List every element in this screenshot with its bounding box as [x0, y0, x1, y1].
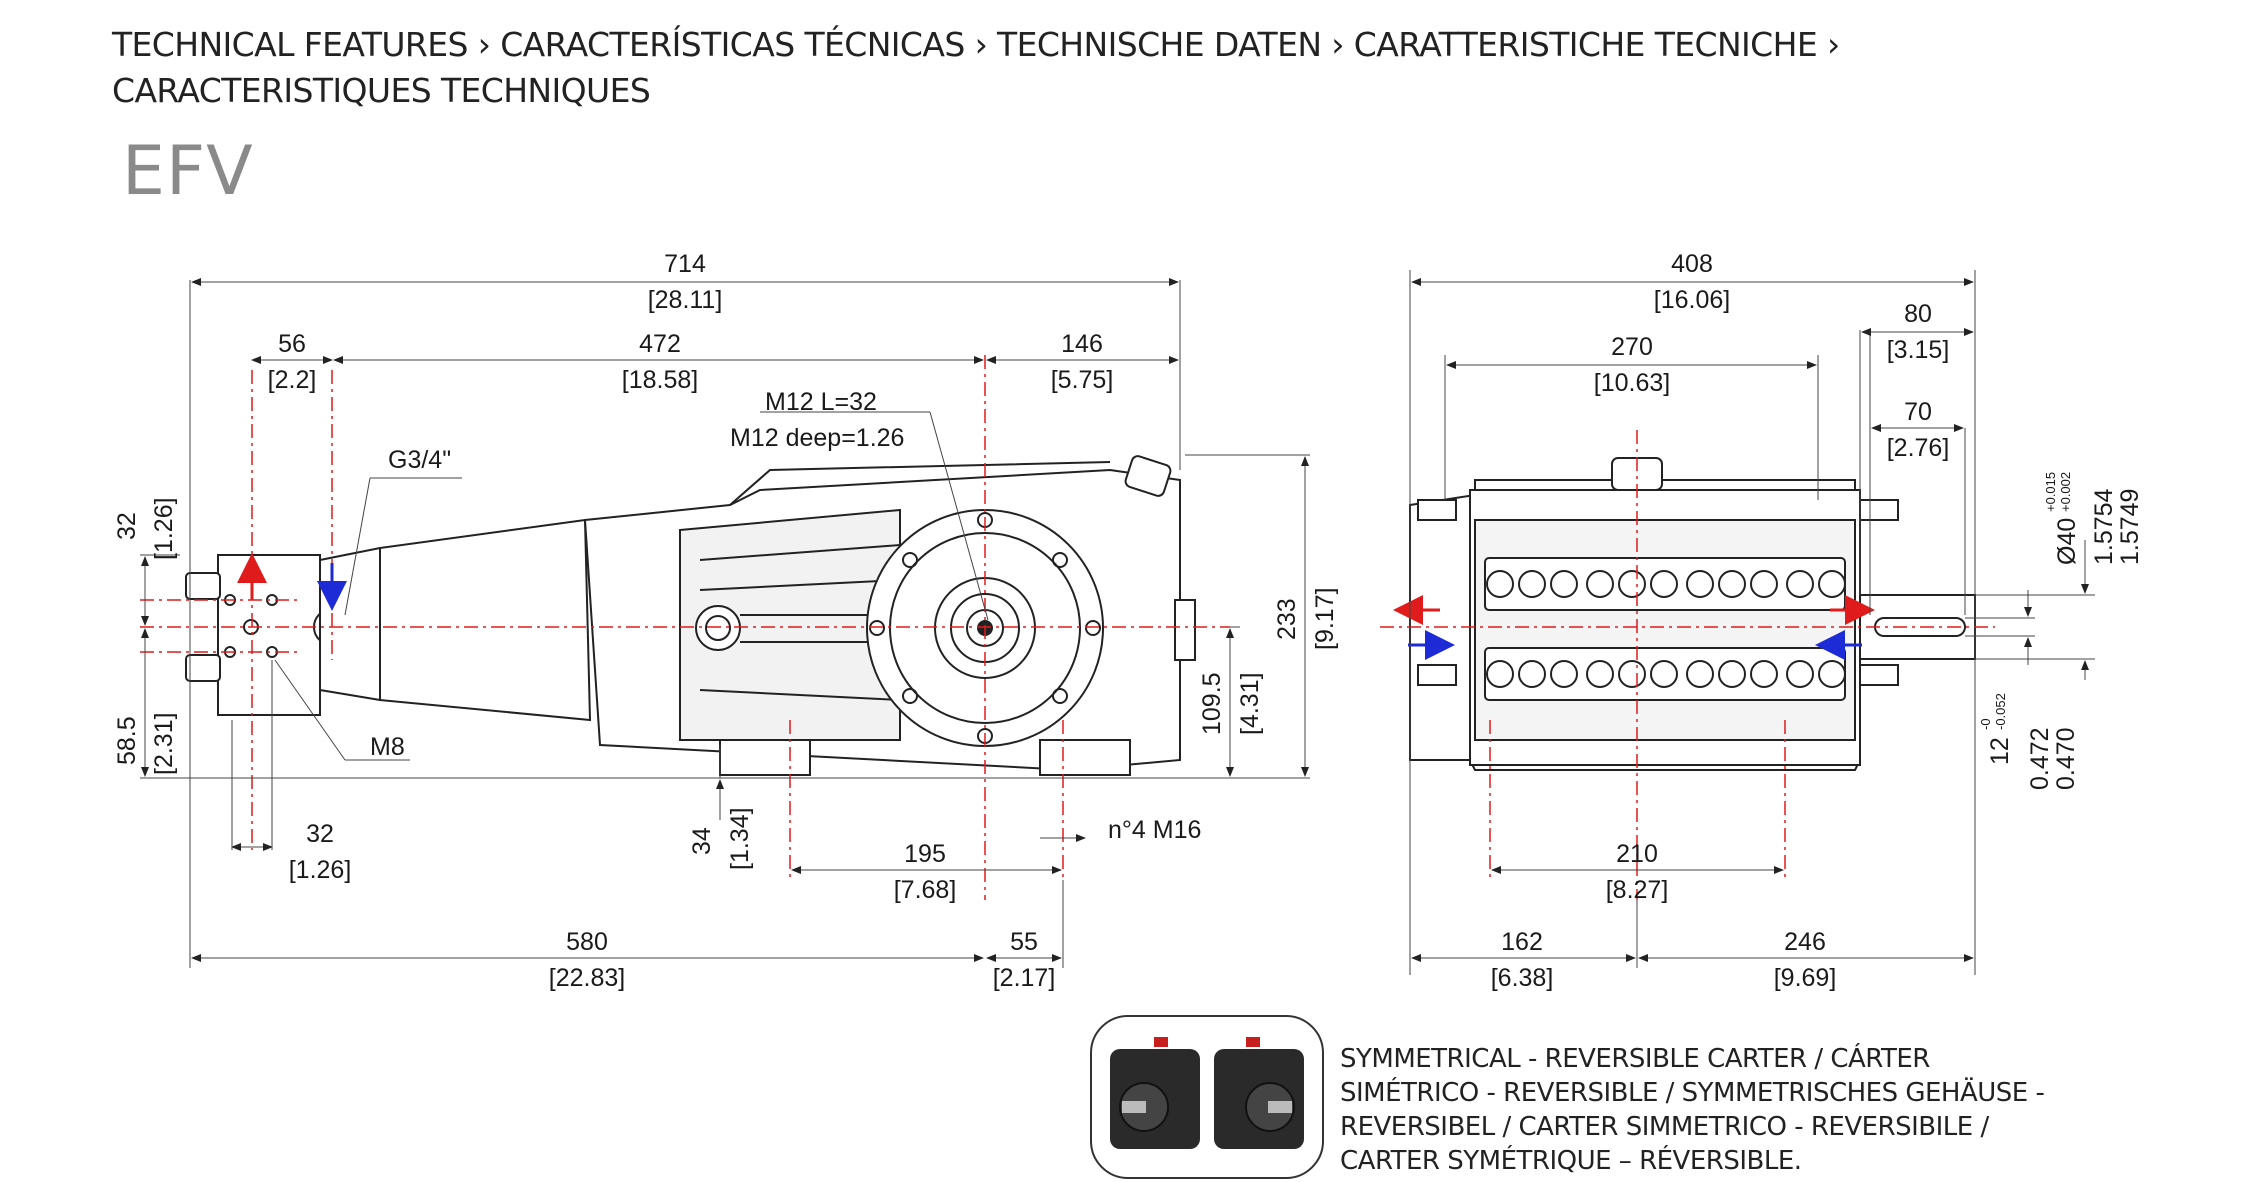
note-mount: n°4 M16: [1108, 816, 1201, 844]
dim-height-top: 32: [113, 512, 141, 540]
dim-shaft-len: 80: [1904, 300, 1932, 328]
dim-key-len-in: [2.76]: [1887, 434, 1950, 462]
dim-bolt-spacing: 32: [306, 820, 334, 848]
model-name: EFV: [122, 132, 254, 211]
dim-body-width: 270: [1611, 333, 1653, 361]
dim-inlet-spacing: 56: [278, 330, 306, 358]
dim-overall-length-in: [28.11]: [648, 286, 723, 314]
dim-inlet-spacing-in: [2.2]: [268, 366, 317, 394]
plunger-housing: [319, 518, 592, 722]
dim-overall-length: 714: [664, 250, 706, 278]
carter-caption: SYMMETRICAL - REVERSIBLE CARTER / CÁRTER…: [1340, 1042, 2100, 1178]
side-view: [185, 455, 1196, 776]
dim-key-width-in-2: 0.470: [2052, 727, 2080, 790]
front-view: [1409, 457, 1976, 771]
front-labels: 408 [16.06] 80 [3.15] 270 [10.63] 70 [2.…: [1491, 250, 2144, 992]
dim-key-width: 12: [1986, 737, 2014, 765]
front-dimension-lines: [1409, 270, 2095, 975]
caption-line2: SIMÉTRICO - REVERSIBLE / SYMMETRISCHES G…: [1340, 1078, 2045, 1108]
dim-foot-width-in: [2.17]: [993, 964, 1056, 992]
dim-foot-height-in: [1.34]: [726, 807, 754, 870]
page-header: TECHNICAL FEATURES › CARACTERÍSTICAS TÉC…: [112, 22, 2012, 114]
dim-left-offset: 162: [1501, 928, 1543, 956]
dim-height-bottom-in: [2.31]: [150, 712, 178, 775]
dim-base-length-in: [22.83]: [549, 964, 625, 992]
dim-shaft-dia: Ø40: [2053, 518, 2081, 565]
note-bolt: M8: [370, 733, 405, 761]
side-centerlines: [140, 355, 1230, 900]
dim-right-offset-in: [9.69]: [1774, 964, 1837, 992]
dim-shaft-dia-in-2: 1.5749: [2116, 489, 2144, 565]
dim-shaft-dia-in-1: 1.5754: [2090, 488, 2118, 565]
dim-key-width-in-1: 0.472: [2026, 727, 2054, 790]
oil-cap: [695, 605, 741, 651]
valve-plugs: [1486, 570, 1846, 688]
dim-left-offset-in: [6.38]: [1491, 964, 1554, 992]
dim-total-height-in: [9.17]: [1311, 587, 1339, 650]
dim-shaft-len-in: [3.15]: [1887, 336, 1950, 364]
dim-mid-length: 472: [639, 330, 681, 358]
note-thread-2: M12 deep=1.26: [730, 424, 904, 452]
dim-height-bottom: 58.5: [113, 716, 141, 765]
reversible-carter-photo: [1090, 1015, 1324, 1179]
dim-right-offset: 246: [1784, 928, 1826, 956]
plug-top: [185, 572, 221, 600]
dim-key-tol-top: -0: [1978, 718, 1993, 730]
plug-bottom: [185, 654, 221, 682]
dim-body-width-in: [10.63]: [1594, 369, 1670, 397]
note-port: G3/4": [388, 446, 451, 474]
dim-foot-span: 210: [1616, 840, 1658, 868]
dim-mid-length-in: [18.58]: [622, 366, 698, 394]
dim-bolt-spacing-in: [1.26]: [289, 856, 352, 884]
dim-foot-width: 55: [1010, 928, 1038, 956]
dim-shaft-tol-top: +0.015: [2043, 472, 2058, 512]
dim-base-length: 580: [566, 928, 608, 956]
side-labels: 714 [28.11] 56 [2.2] 472 [18.58] 146 [5.…: [113, 250, 1339, 992]
dim-shaft-height: 109.5: [1198, 672, 1226, 735]
front-centerlines: [1380, 430, 1995, 900]
pump-head-block: [217, 554, 321, 716]
side-dimension-lines: [140, 278, 1310, 968]
dim-height-top-in: [1.26]: [150, 497, 178, 560]
carter-illustration: [1110, 1037, 1304, 1162]
dim-foot-spacing: 195: [904, 840, 946, 868]
caption-line1: SYMMETRICAL - REVERSIBLE CARTER / CÁRTER: [1340, 1044, 1930, 1074]
header-title-line2: CARACTERISTIQUES TECHNIQUES: [112, 71, 651, 110]
dim-foot-spacing-in: [7.68]: [894, 876, 957, 904]
dim-key-len: 70: [1904, 398, 1932, 426]
dim-rear-length: 146: [1061, 330, 1103, 358]
note-thread-1: M12 L=32: [765, 388, 877, 416]
caption-line3: REVERSIBEL / CARTER SIMMETRICO - REVERSI…: [1340, 1112, 1989, 1142]
caption-line4: CARTER SYMÉTRIQUE – RÉVERSIBLE.: [1340, 1146, 1802, 1176]
dim-overall-width-in: [16.06]: [1654, 286, 1730, 314]
dim-shaft-tol-bot: +0.002: [2058, 472, 2073, 512]
dim-rear-length-in: [5.75]: [1051, 366, 1114, 394]
dim-shaft-height-in: [4.31]: [1236, 672, 1264, 735]
dim-foot-height: 34: [688, 827, 716, 855]
header-title-line1: TECHNICAL FEATURES › CARACTERÍSTICAS TÉC…: [112, 25, 1840, 64]
dim-foot-span-in: [8.27]: [1606, 876, 1669, 904]
dim-total-height: 233: [1273, 598, 1301, 640]
dim-overall-width: 408: [1671, 250, 1713, 278]
vent-cap: [1124, 455, 1172, 497]
dim-key-tol-bot: -0.052: [1993, 693, 2008, 730]
